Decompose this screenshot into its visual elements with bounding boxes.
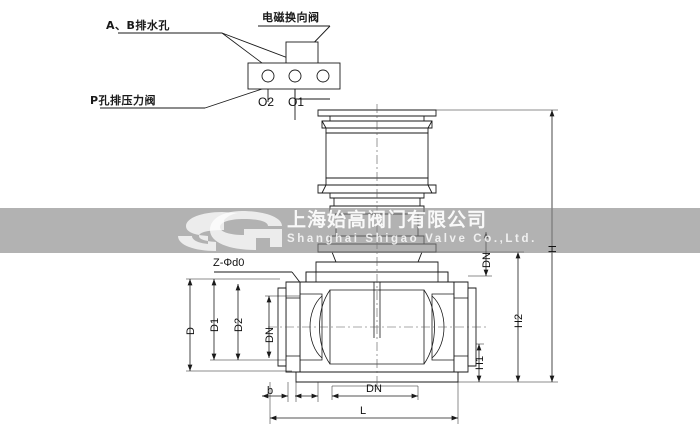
- solenoid-port-stems: [267, 89, 330, 120]
- dimension-lines-left: [186, 278, 300, 372]
- dimension-lines-bottom: [262, 382, 459, 424]
- solenoid-ports: [261, 69, 330, 83]
- dimension-label-b: b: [267, 385, 274, 397]
- leader-lines: [100, 25, 331, 286]
- dimension-label-H1: H1: [474, 355, 486, 370]
- dimension-label-DN-left: DN: [264, 327, 276, 343]
- dimension-label-L: L: [360, 405, 367, 417]
- dimension-label-DN-bottom: DN: [366, 383, 382, 395]
- label-bolt-circle: Z-Φd0: [213, 257, 245, 269]
- dimension-label-H2: H2: [513, 313, 525, 328]
- dimension-label-H: H: [547, 245, 559, 253]
- label-port-o2: O2: [258, 95, 275, 109]
- label-port-o1: O1: [288, 95, 305, 109]
- label-solenoid-valve: 电磁换向阀: [262, 11, 320, 24]
- label-drain-holes: A、B排水孔: [106, 19, 170, 32]
- dimension-label-D: D: [185, 327, 197, 335]
- dimension-label-D1: D1: [209, 317, 221, 332]
- label-pressure-relief-valve: P孔排压力阀: [90, 94, 157, 107]
- dimension-label-DN-right: DN: [481, 252, 493, 268]
- dimension-label-D2: D2: [233, 317, 245, 332]
